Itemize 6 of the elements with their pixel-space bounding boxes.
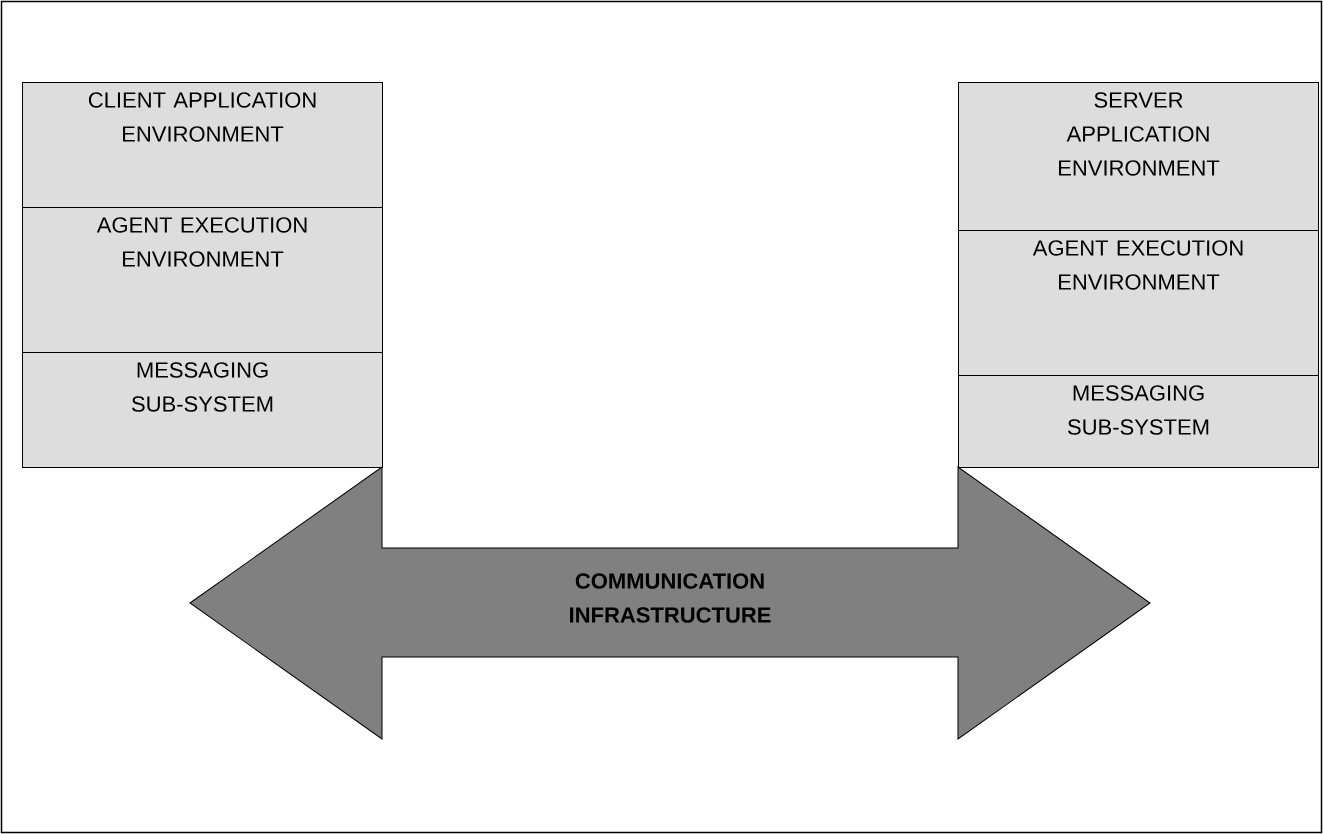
- layer-box: AGENT EXECUTION ENVIRONMENT: [22, 207, 383, 353]
- layer-box: MESSAGING SUB-SYSTEM: [22, 352, 383, 468]
- layer-box: MESSAGING SUB-SYSTEM: [958, 375, 1319, 468]
- layer-box: CLIENT APPLICATION ENVIRONMENT: [22, 82, 383, 208]
- layer-box: AGENT EXECUTION ENVIRONMENT: [958, 230, 1319, 376]
- layer-box: SERVER APPLICATION ENVIRONMENT: [958, 82, 1319, 231]
